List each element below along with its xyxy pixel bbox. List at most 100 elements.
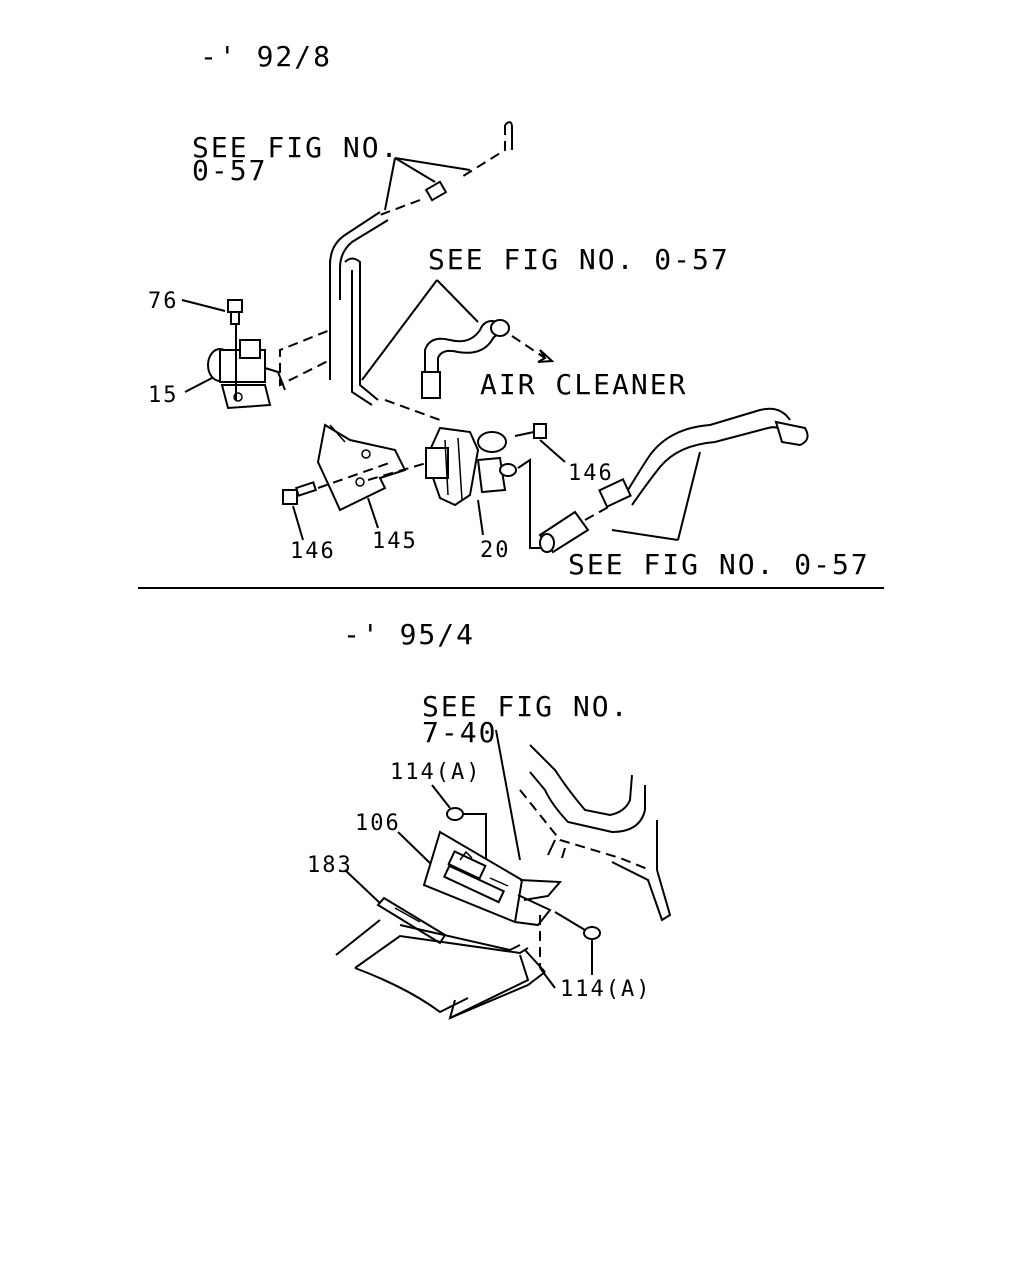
vsv-connector	[239, 339, 261, 359]
callout-114a-bottom: 114(A)	[560, 977, 651, 1002]
dash-frame-hidden	[519, 789, 651, 871]
hose-tip	[504, 121, 513, 150]
leader-line	[611, 529, 679, 541]
hose-connector	[424, 180, 448, 202]
period-label-1: -' 92/8	[200, 40, 332, 73]
hose-end	[421, 371, 441, 399]
callout-20: 20	[480, 538, 511, 563]
vacuum-hose	[344, 257, 379, 401]
leader-line	[436, 279, 479, 323]
bolt-line	[317, 461, 393, 489]
bracket-hole	[233, 392, 243, 402]
leader-line	[361, 279, 438, 381]
bolt-shank	[230, 311, 240, 325]
bolt-shank	[294, 481, 318, 497]
leader-line	[292, 505, 304, 541]
vacuum-hose	[339, 219, 389, 300]
egr-valve-detail	[444, 437, 463, 501]
panel-bracket	[519, 879, 563, 901]
fig-ref-2-line1: SEE FIG NO.	[422, 690, 629, 723]
leader-line	[394, 157, 471, 171]
vacuum-hose	[329, 211, 381, 300]
callout-114a-top: 114(A)	[390, 760, 481, 785]
callout-145: 145	[372, 529, 418, 554]
screw-line	[462, 813, 487, 860]
bolt	[533, 423, 547, 439]
vacuum-hose	[517, 458, 542, 549]
screw	[583, 926, 601, 940]
console-outline	[448, 954, 530, 1020]
panel-bracket	[514, 894, 552, 927]
hose-dashed	[279, 300, 331, 387]
air-cleaner-label: AIR CLEANER	[480, 368, 687, 401]
period-label-2: -' 95/4	[343, 618, 475, 651]
console-outline	[399, 924, 521, 952]
panel-buttons	[442, 864, 506, 904]
callout-106: 106	[355, 811, 401, 836]
callout-76: 76	[148, 289, 179, 314]
callout-146-left: 146	[290, 539, 336, 564]
console-outline	[449, 971, 546, 1019]
leader-line	[394, 157, 436, 183]
dash-frame	[529, 744, 633, 817]
panel-detail	[459, 850, 509, 887]
bolt	[227, 299, 243, 313]
leader-line	[495, 729, 521, 861]
console-outline	[524, 949, 546, 973]
trim-strip-detail	[394, 907, 421, 923]
air-hose-end	[774, 420, 809, 447]
egr-valve-side	[476, 456, 507, 494]
callout-15: 15	[148, 383, 179, 408]
leader-line	[384, 157, 396, 211]
leader-line	[539, 967, 556, 989]
fig-ref-mid: SEE FIG NO. 0-57	[428, 243, 730, 276]
leader-line	[431, 784, 451, 809]
callout-183: 183	[307, 853, 353, 878]
fig-ref-2-line2: 7-40	[422, 716, 497, 749]
hose-dashed	[459, 125, 506, 179]
screw-line	[554, 911, 586, 931]
leader-line	[367, 497, 379, 529]
trim-strip	[376, 896, 447, 945]
fig-ref-top-line1: SEE FIG NO.	[192, 131, 399, 164]
egr-bracket	[316, 423, 407, 512]
bracket-hole	[355, 477, 365, 487]
hose-sleeve-end	[539, 533, 555, 553]
leader-line	[539, 439, 566, 463]
fig-ref-top-line2: 0-57	[192, 154, 267, 187]
console-outline	[335, 919, 381, 956]
air-hose-long	[631, 426, 793, 506]
direction-arrow	[511, 335, 546, 359]
hose-end	[490, 319, 510, 337]
egr-valve-outlet	[499, 463, 517, 477]
leader-line	[397, 831, 434, 867]
air-hose	[424, 320, 499, 375]
leader-line	[184, 377, 213, 393]
egr-valve-port	[425, 447, 449, 479]
leader-line	[477, 499, 484, 536]
vsv-port	[264, 367, 286, 391]
vacuum-hose	[351, 270, 373, 406]
bracket-edge	[329, 424, 346, 443]
fig-ref-bottom: SEE FIG NO. 0-57	[568, 548, 870, 581]
bracket-hole	[361, 449, 371, 459]
screw	[446, 807, 464, 821]
air-hose-long	[627, 407, 791, 491]
bolt-line	[367, 461, 431, 481]
bolt-shank	[514, 431, 535, 437]
arrow-head	[537, 349, 555, 363]
dash-frame	[529, 771, 646, 834]
console-outline	[354, 934, 529, 969]
callout-146-right: 146	[568, 461, 614, 486]
panel-display	[447, 850, 487, 880]
console-outline	[354, 967, 469, 1014]
leader-line	[677, 451, 701, 541]
leader-line	[181, 299, 226, 312]
leader-line	[344, 869, 383, 906]
bolt	[282, 489, 298, 505]
hose-dashed	[379, 199, 421, 216]
egr-valve-top	[477, 431, 507, 453]
dash-frame-detail	[547, 839, 566, 859]
